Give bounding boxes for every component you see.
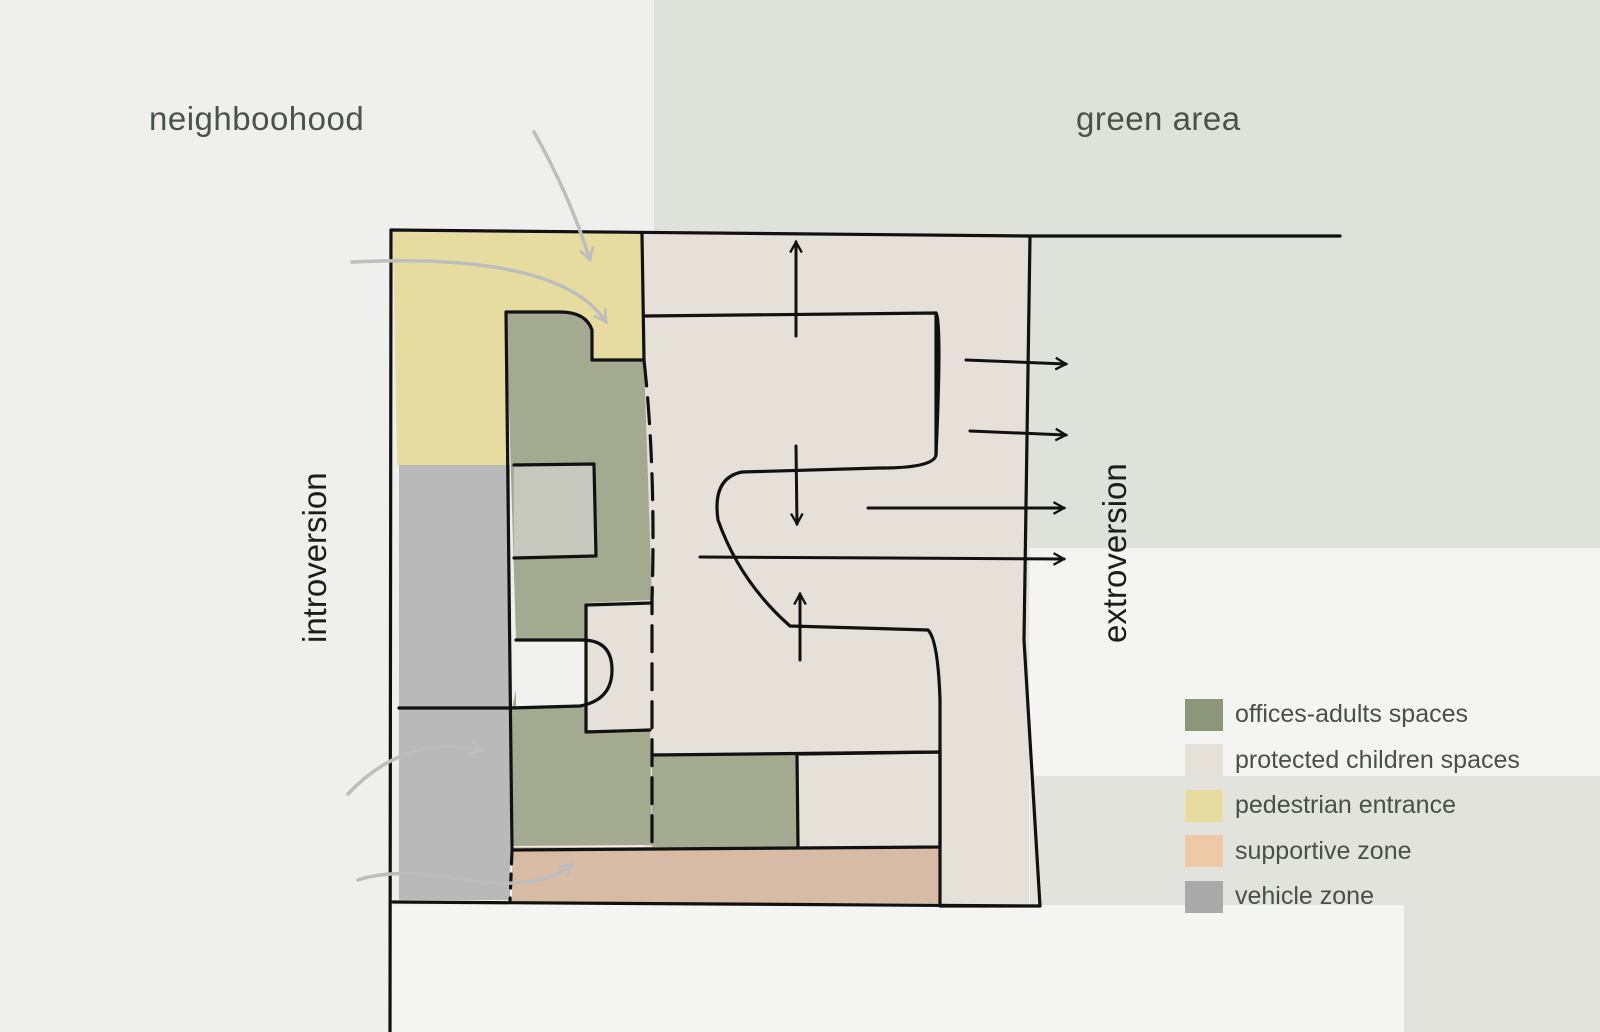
legend-item: offices-adults spaces	[1185, 692, 1520, 738]
legend-swatch	[1185, 835, 1223, 868]
offices-zone-lower	[652, 755, 797, 848]
entrance-divider	[640, 232, 646, 362]
neighborhood-label: neighboohood	[149, 100, 365, 137]
arrow-out-4	[698, 557, 1064, 559]
grey-room	[514, 465, 596, 558]
arrow-out-1	[964, 360, 1066, 364]
green-area-label: green area	[1076, 100, 1241, 137]
supportive-zone	[512, 847, 940, 903]
legend-swatch	[1185, 698, 1223, 731]
vehicle-divider-dashed	[508, 848, 514, 904]
vehicle-zone-upper	[399, 465, 510, 708]
legend: offices-adults spaces protected children…	[1185, 692, 1520, 920]
legend-swatch	[1185, 880, 1223, 913]
children-alcove	[586, 600, 652, 730]
niche-outline	[397, 638, 614, 710]
legend-label: supportive zone	[1235, 836, 1412, 865]
legend-item: pedestrian entrance	[1185, 783, 1520, 829]
grey-room-outline	[512, 462, 598, 560]
street-background	[392, 905, 1404, 1032]
access-arrow-vehicle	[346, 747, 482, 796]
lower-divider	[795, 753, 800, 849]
offices-zone	[506, 312, 652, 846]
legend-item: vehicle zone	[1185, 874, 1520, 920]
access-arrow-service	[356, 864, 572, 885]
office-outline	[504, 310, 942, 852]
children-room-lower	[797, 755, 937, 847]
legend-item: protected children spaces	[1185, 738, 1520, 784]
legend-label: pedestrian entrance	[1235, 791, 1456, 820]
legend-swatch	[1185, 789, 1223, 822]
introversion-label: introversion	[296, 472, 333, 643]
extroversion-label: extroversion	[1096, 463, 1133, 643]
legend-label: vehicle zone	[1235, 882, 1374, 911]
zone-divider-dashed	[642, 358, 655, 852]
legend-item: supportive zone	[1185, 829, 1520, 875]
arrow-out-2	[968, 431, 1066, 435]
arrow-down-middle	[796, 444, 797, 524]
legend-label: protected children spaces	[1235, 745, 1520, 774]
pedestrian-entrance-zone	[393, 232, 644, 465]
children-courtyard-outline	[642, 311, 942, 757]
access-arrow-left	[350, 259, 608, 322]
access-arrow-top	[532, 130, 590, 260]
vehicle-zone-lower	[399, 708, 510, 900]
alcove-outline	[584, 601, 654, 734]
legend-swatch	[1185, 744, 1223, 777]
white-band-background	[1030, 548, 1600, 776]
legend-label: offices-adults spaces	[1235, 700, 1468, 729]
